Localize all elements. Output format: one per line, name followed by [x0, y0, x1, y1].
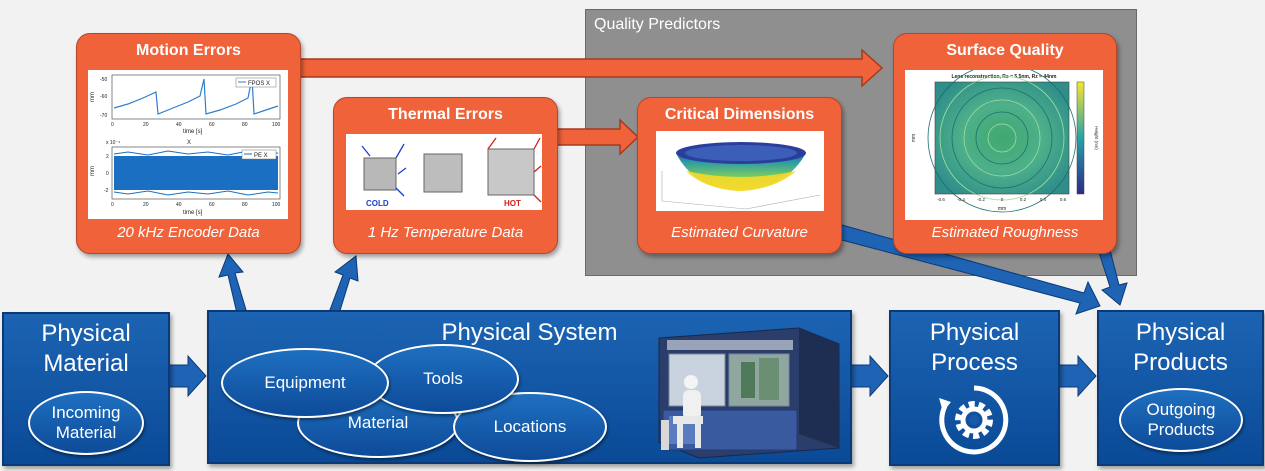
fpos-line — [113, 77, 279, 115]
incoming-material-oval[interactable]: Incoming Material — [28, 391, 144, 455]
plot2-xlabel: time [s] — [183, 210, 203, 216]
plot2-ylabel: mm — [90, 166, 96, 176]
motion-errors-caption: 20 kHz Encoder Data — [117, 224, 260, 241]
thermal-hot-label: HOT — [504, 199, 521, 208]
outgoing-products-line2: Products — [1147, 420, 1215, 439]
plot1-ytick: -60 — [100, 94, 107, 100]
plot2-legend: PE X — [254, 153, 268, 159]
outgoing-products-oval[interactable]: Outgoing Products — [1119, 388, 1243, 452]
plot1-xtick: 20 — [143, 122, 149, 128]
plot2-exp: x 10⁻⁴ — [106, 140, 120, 146]
roughness-xlabel: mm — [998, 206, 1006, 212]
critical-dimensions-title: Critical Dimensions — [664, 106, 815, 123]
plot1-xtick: 80 — [242, 122, 248, 128]
plot1-xtick: 100 — [272, 122, 281, 128]
outgoing-products-line1: Outgoing — [1146, 400, 1216, 419]
roughness-xtick: 0.4 — [1040, 197, 1047, 202]
arrow-process-to-products — [1057, 354, 1097, 398]
plot2-title: X — [187, 140, 191, 146]
plot1-xlabel: time [s] — [183, 129, 203, 135]
plot1-ytick: -70 — [100, 113, 107, 119]
roughness-map — [935, 82, 1069, 194]
arrow-material-to-system — [167, 354, 207, 398]
encoder-plots-svg: FPOS X mm -50 -60 -70 0 20 40 60 80 100 … — [90, 74, 281, 216]
colorbar-label: Height (nm) — [1094, 126, 1099, 150]
plot1-xtick: 40 — [176, 122, 182, 128]
plot2-xtick: 100 — [272, 202, 281, 208]
physical-material-title-line1: Physical — [41, 320, 131, 347]
arrow-motion-to-surface — [297, 48, 884, 88]
surface-quality-card: Surface Quality Lens reconstruction, Rs … — [893, 33, 1117, 254]
plot1-ytick: -50 — [100, 77, 107, 83]
process-gear-icon — [939, 385, 1009, 455]
thermal-cold-label: COLD — [366, 199, 389, 208]
roughness-xtick: 0.2 — [1020, 197, 1027, 202]
motion-errors-title: Motion Errors — [136, 42, 241, 59]
physical-system-box: Physical System Material Locations Tools… — [207, 310, 852, 464]
curvature-plot — [656, 131, 824, 211]
thermal-diagram: COLD HOT — [346, 134, 542, 210]
roughness-xtick: -0.6 — [937, 197, 945, 202]
thermal-errors-caption: 1 Hz Temperature Data — [367, 224, 524, 241]
surface-quality-caption: Estimated Roughness — [931, 224, 1079, 241]
plot2-xtick: 20 — [143, 202, 149, 208]
physical-material-title-line2: Material — [43, 350, 129, 377]
curvature-plot-svg — [661, 142, 821, 210]
thermal-errors-card: Thermal Errors COLD HOT 1 Hz Temperature… — [333, 97, 558, 254]
physical-process-title-line1: Physical — [929, 319, 1020, 346]
plot1-ylabel: mm — [90, 92, 96, 102]
roughness-plot: Lens reconstruction, Rs = 5.5nm, Rz = 44… — [905, 70, 1103, 220]
roughness-xtick: 0.6 — [1060, 197, 1067, 202]
physical-products-title-line1: Physical — [1135, 319, 1226, 346]
roughness-plot-title: Lens reconstruction, Rs = 5.5nm, Rz = 44… — [951, 74, 1057, 80]
critical-dimensions-card: Critical Dimensions Estimated Curvature — [637, 97, 842, 254]
plot2-xtick: 40 — [176, 202, 182, 208]
roughness-plot-svg: Lens reconstruction, Rs = 5.5nm, Rz = 44… — [911, 70, 1099, 213]
roughness-xtick: -0.4 — [957, 197, 965, 202]
plot2-ytick: -2 — [104, 188, 109, 194]
surface-quality-title: Surface Quality — [946, 42, 1064, 59]
colorbar — [1076, 81, 1085, 195]
physical-system-title: Physical System — [441, 319, 618, 346]
plot1-legend: FPOS X — [248, 81, 270, 87]
critical-dimensions-caption: Estimated Curvature — [671, 224, 808, 241]
plot1-xtick: 60 — [209, 122, 215, 128]
tools-oval[interactable]: Tools — [367, 344, 519, 414]
motion-errors-card: Motion Errors FPOS X mm -50 -60 -70 0 20… — [76, 33, 301, 254]
plot2-xtick: 60 — [209, 202, 215, 208]
arrow-surface-to-products — [1096, 245, 1128, 306]
physical-material-box: Physical Material Incoming Material — [2, 312, 170, 466]
pe-signal — [114, 156, 278, 190]
plot2-xtick: 80 — [242, 202, 248, 208]
incoming-material-line1: Incoming — [51, 403, 121, 422]
machine-illustration — [658, 327, 840, 459]
encoder-plots: FPOS X mm -50 -60 -70 0 20 40 60 80 100 … — [88, 70, 288, 219]
physical-process-box: Physical Process — [889, 310, 1060, 466]
quality-predictors-title: Quality Predictors — [594, 16, 721, 33]
plot2-ytick: 0 — [106, 171, 109, 177]
roughness-xtick: 0 — [1001, 197, 1004, 202]
thermal-errors-title: Thermal Errors — [388, 106, 503, 123]
plot2-xtick: 0 — [111, 202, 114, 208]
incoming-material-line2: Material — [55, 423, 117, 442]
physical-products-box: Physical Products Outgoing Products — [1097, 310, 1264, 466]
plot2-ytick: 2 — [106, 154, 109, 160]
plot1-xtick: 0 — [111, 122, 114, 128]
arrow-thermal-to-critical — [555, 118, 640, 156]
roughness-ylabel: mm — [911, 134, 917, 142]
equipment-oval[interactable]: Equipment — [221, 348, 389, 418]
physical-process-title-line2: Process — [931, 349, 1018, 376]
thermal-diagram-svg: COLD HOT — [361, 137, 542, 208]
physical-products-title-line2: Products — [1133, 349, 1228, 376]
arrow-system-to-process — [849, 354, 889, 398]
roughness-xtick: -0.2 — [977, 197, 985, 202]
